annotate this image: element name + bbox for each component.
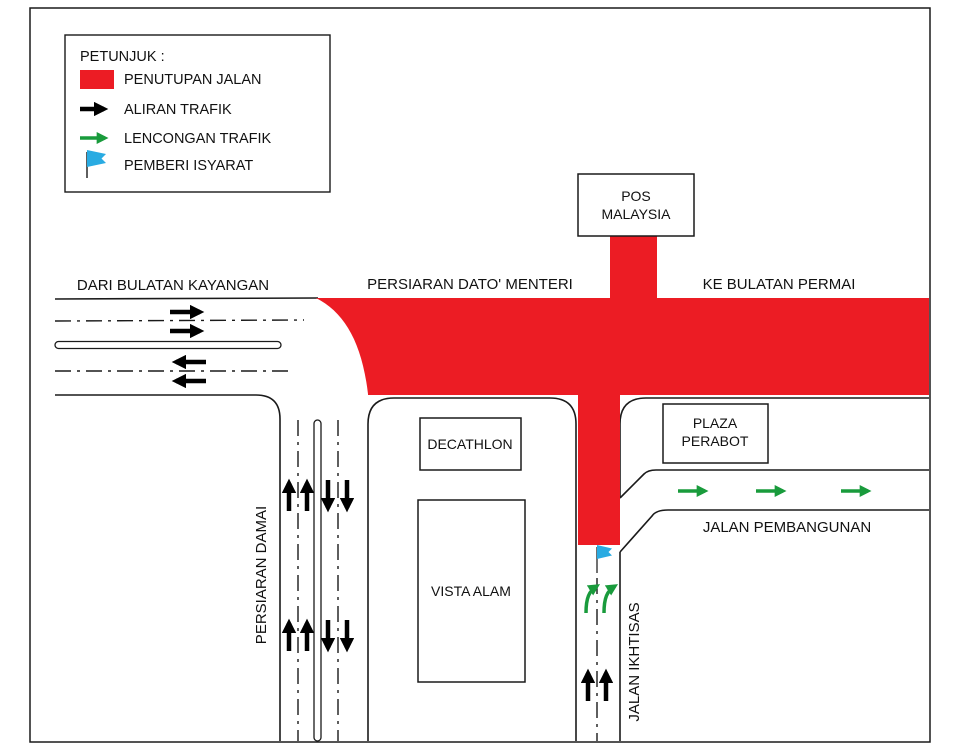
closure-ikhtisas-north (578, 394, 620, 545)
pos-malaysia-label-1: POS (621, 188, 651, 204)
plaza-perabot-label-1: PLAZA (693, 415, 738, 431)
diversion-arrows (584, 485, 872, 614)
pos-malaysia-label-2: MALAYSIA (602, 206, 672, 222)
road-closures (316, 234, 929, 545)
pembangunan-bottom-edge (619, 509, 929, 553)
flagman-marker (596, 545, 612, 573)
label-dari-bulatan-kayangan: DARI BULATAN KAYANGAN (77, 277, 269, 294)
road-labels: DARI BULATAN KAYANGAN PERSIARAN DATO' ME… (77, 276, 871, 722)
closure-main-road (316, 298, 929, 395)
label-ke-bulatan-permai: KE BULATAN PERMAI (703, 276, 856, 293)
closure-pos-access (610, 234, 657, 302)
legend-title: PETUNJUK : (80, 49, 165, 65)
vista-alam-label: VISTA ALAM (431, 583, 511, 599)
legend-closure-swatch (80, 70, 114, 89)
legend-diversion-label: LENCONGAN TRAFIK (124, 131, 272, 147)
main-road-median (54, 340, 282, 350)
label-jalan-ikhtisas: JALAN IKHTISAS (626, 602, 643, 721)
traffic-flow-arrows (170, 304, 614, 701)
main-road-bottom-edge-into-damai (55, 394, 281, 741)
flag-icon (597, 545, 612, 559)
damai-median (313, 419, 322, 742)
buildings: POS MALAYSIA DECATHLON VISTA ALAM PLAZA … (417, 173, 769, 683)
label-jalan-pembangunan: JALAN PEMBANGUNAN (703, 519, 871, 536)
pembangunan-top-edge (619, 469, 929, 499)
legend-closure-label: PENUTUPAN JALAN (124, 72, 262, 88)
map-border (29, 7, 931, 743)
vista-alam-building (417, 499, 526, 683)
pos-malaysia-building (577, 173, 695, 237)
decathlon-building (419, 417, 522, 471)
legend-box (64, 34, 331, 193)
label-persiaran-dato-menteri: PERSIARAN DATO' MENTERI (367, 276, 573, 293)
legend-flagman-label: PEMBERI ISYARAT (124, 158, 253, 174)
legend: PETUNJUK : PENUTUPAN JALAN ALIRAN TRAFIK… (64, 34, 331, 193)
decathlon-label: DECATHLON (427, 436, 512, 452)
damai-block-outline (367, 397, 577, 741)
legend-flag-icon (87, 150, 106, 167)
road-network (54, 297, 929, 742)
main-road-centerline-east (54, 319, 305, 322)
plaza-perabot-label-2: PERABOT (682, 433, 749, 449)
legend-flow-label: ALIRAN TRAFIK (124, 102, 232, 118)
plaza-perabot-building (662, 403, 769, 464)
diversion-turn-arrow-2 (602, 584, 619, 614)
label-persiaran-damai: PERSIARAN DAMAI (253, 506, 270, 644)
diversion-turn-arrow-1 (584, 584, 601, 614)
main-road-top-edge (54, 297, 319, 300)
